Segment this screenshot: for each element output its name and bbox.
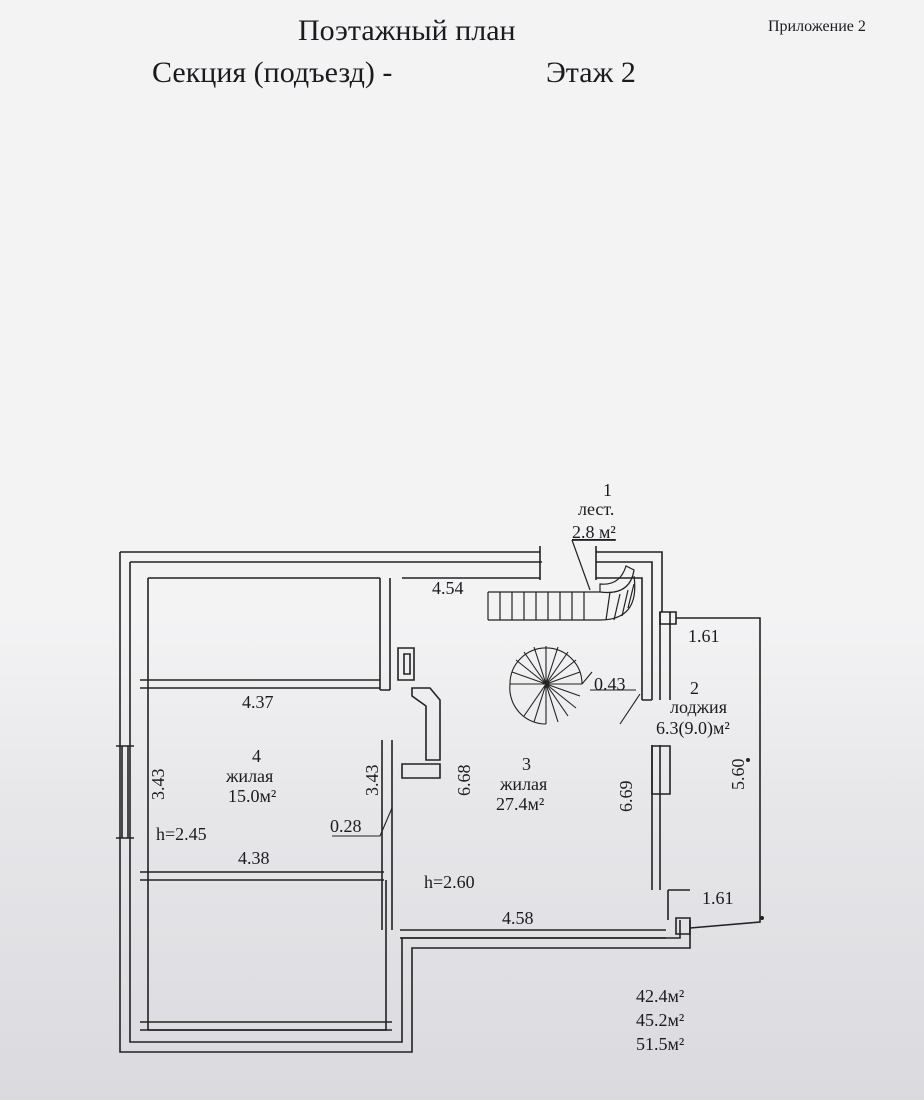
ceiling-height-center: h=2.60 [424,872,475,892]
appendix-label: Приложение 2 [768,18,866,35]
room4-name: жилая [225,766,273,786]
dimension-label: 4.38 [238,848,270,868]
room2-area: 6.3(9.0)м² [656,718,730,739]
dimension-label: 3.43 [148,769,168,801]
section-label: Секция (подъезд) - [152,56,393,89]
room1-name: лест. [578,499,614,519]
loggia-corner-dot [760,916,764,920]
room2-name: лоджия [670,697,727,717]
plan-walls [116,546,761,1053]
room3-area: 27.4м² [496,794,544,814]
dimension-label: 0.43 [594,674,626,694]
floor-label: Этаж 2 [546,56,636,89]
total-area-3: 51.5м² [636,1034,684,1054]
room3-number: 3 [522,754,531,774]
room4-number: 4 [252,746,261,766]
room4-area: 15.0м² [228,786,276,806]
total-area-1: 42.4м² [636,986,684,1006]
loggia-marker-dot [746,758,750,762]
dimension-label: 4.37 [242,692,274,712]
dimension-label: 1.61 [688,626,720,646]
dimension-label: 0.28 [330,816,362,836]
dimension-label: 6.68 [454,765,474,797]
total-area-2: 45.2м² [636,1010,684,1030]
leader-lines [332,689,641,837]
dimension-label: 4.58 [502,908,534,928]
dimension-label: 6.69 [616,781,636,813]
page-title: Поэтажный план [298,14,516,47]
spiral-stair [509,646,593,725]
room3-name: жилая [499,774,547,794]
straight-stair [487,539,636,621]
room2-number: 2 [690,678,699,698]
room1-area: 2.8 м² [572,522,616,542]
dimension-label: 5.60 [728,759,748,791]
dimension-label: 3.43 [362,765,382,797]
dimension-label: 1.61 [702,888,734,908]
dimension-label: 4.54 [432,578,464,598]
ceiling-height-left: h=2.45 [156,824,207,844]
room1-number: 1 [603,480,612,500]
